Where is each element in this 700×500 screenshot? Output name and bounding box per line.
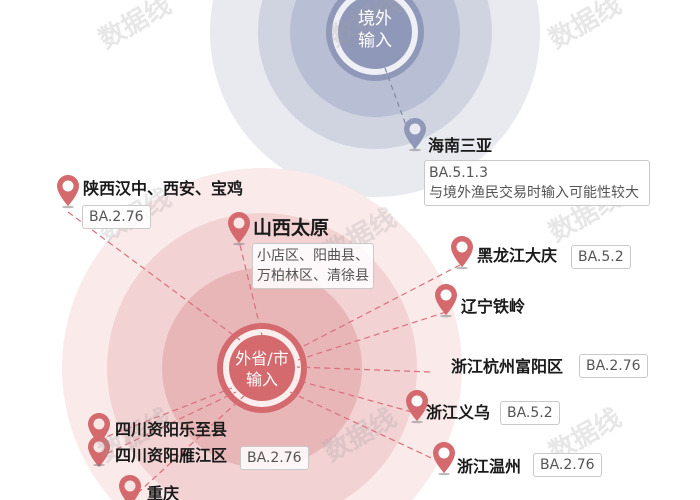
variant-note-box: BA.5.1.3 与境外渔民交易时输入可能性较大 [424, 160, 650, 206]
variant-tag: BA.2.76 [533, 453, 602, 477]
place-hainan-sanya: 海南三亚 [428, 136, 493, 155]
place-zhejiang-wenzhou: 浙江温州 [457, 457, 522, 476]
note-text: 与境外渔民交易时输入可能性较大 [429, 185, 639, 201]
domestic-connectors [67, 211, 461, 500]
place-shanxi-taiyuan: 山西太原 [253, 217, 330, 239]
place-chongqing: 重庆 [147, 484, 180, 500]
districts-line2: 万柏林区、清徐县 [257, 268, 369, 284]
place-sichuan-ziyang-lezhi: 四川资阳乐至县 [115, 420, 228, 439]
hub-label-line1: 外省/市 [235, 349, 289, 368]
variant-tag: BA.2.76 [82, 205, 151, 229]
hub-label-line2: 输入 [245, 370, 278, 389]
overseas-hub-label: 境外 输入 [335, 8, 415, 52]
variant-tag: BA.5.2 [500, 401, 560, 425]
place-liaoning-tieling: 辽宁铁岭 [461, 297, 526, 316]
hub-label-line2: 输入 [358, 31, 392, 51]
place-zhejiang-hangzhou-fuyang: 浙江杭州富阳区 [451, 357, 564, 376]
domestic-hub-label: 外省/市 输入 [222, 348, 302, 390]
place-heilongjiang-daqing: 黑龙江大庆 [477, 246, 558, 265]
place-shaanxi: 陕西汉中、西安、宝鸡 [83, 179, 244, 198]
districts-line1: 小店区、阳曲县、 [257, 248, 369, 264]
pin-icon [404, 118, 426, 149]
variant-tag: BA.2.76 [240, 446, 309, 470]
variant-tag: BA.5.2 [571, 245, 631, 269]
variant-label: BA.5.1.3 [429, 165, 489, 181]
overseas-rings [210, 0, 540, 197]
pin-icons-domestic [57, 175, 473, 500]
districts-box: 小店区、阳曲县、 万柏林区、清徐县 [252, 243, 374, 289]
variant-tag: BA.2.76 [579, 354, 648, 378]
place-sichuan-ziyang-yanjiang: 四川资阳雁江区 [115, 446, 228, 465]
hub-label-line1: 境外 [358, 9, 392, 29]
place-zhejiang-yiwu: 浙江义乌 [426, 403, 491, 422]
